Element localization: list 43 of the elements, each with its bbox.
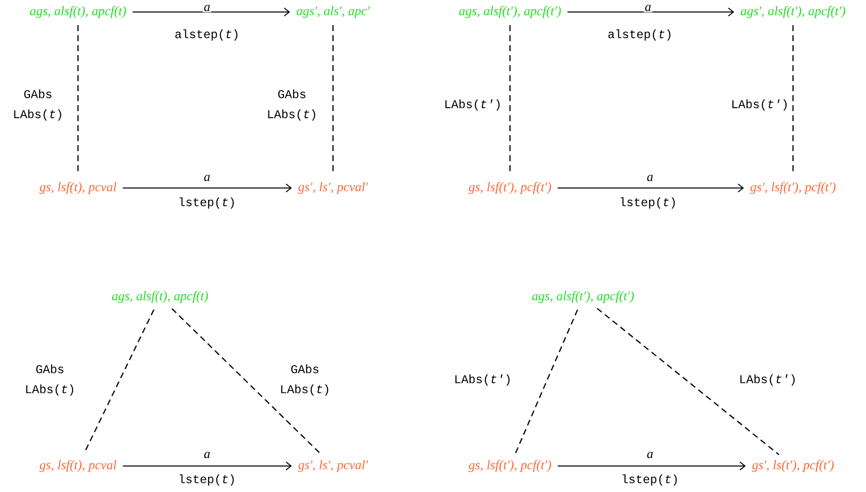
edge-label: a [202,174,212,182]
state-label: gs, lsf(t), pcval [39,182,116,194]
step-label: lstep(t) [180,197,234,209]
edge-label: GAbs LAbs(t) [11,88,65,122]
edge-label: GAbs LAbs(t) [278,363,332,397]
arrow [557,462,746,470]
edge-label: GAbs LAbs(t) [265,88,319,122]
step-label: alstep(t) [175,29,238,41]
arrow [122,462,292,470]
state-label: gs′, ls(t′), pcf(t′) [752,460,834,472]
edge-label: LAbs(t′) [453,373,510,387]
edge-label: a [646,174,654,182]
edge-label: LAbs(t′) [730,98,787,112]
state-label: gs, lsf(t′), pcf(t′) [468,182,552,194]
state-label: ags′, alsf(t′), apcf(t′) [740,6,846,18]
state-label: ags, alsf(t), apcf(t) [30,6,126,18]
step-label: lstep(t) [620,197,675,209]
arrow [122,184,292,192]
arrow [557,184,744,192]
edge-label: LAbs(t′) [738,373,795,387]
state-label: ags, alsf(t′), apcf(t′) [532,291,634,303]
state-label: ags, alsf(t′), apcf(t′) [459,6,561,18]
step-label: alstep(t) [608,29,670,41]
arrow [132,8,290,16]
dashed-line [172,308,322,455]
arrow [566,8,734,16]
state-label: gs′, ls′, pcval′ [298,182,368,194]
state-label: gs′, lsf(t′), pcf(t′) [750,182,836,194]
edge-label: a [202,450,212,460]
dashed-line [514,310,578,454]
state-label: gs, lsf(t), pcval [39,460,116,472]
state-label: gs, lsf(t′), pcf(t′) [468,460,552,472]
edge-label: a [202,4,212,12]
edge-label: LAbs(t′) [443,98,500,112]
state-label: ags′, als′, apc′ [296,6,370,18]
dashed-line [596,308,780,456]
edge-label: a [646,450,654,460]
step-label: lstep(t) [622,474,677,486]
state-label: ags, alsf(t), apcf(t) [112,291,208,303]
edge-label: GAbs LAbs(t) [23,363,77,397]
step-label: lstep(t) [180,474,234,486]
state-label: gs′, ls′, pcval′ [298,460,368,472]
edge-label: a [644,4,652,12]
